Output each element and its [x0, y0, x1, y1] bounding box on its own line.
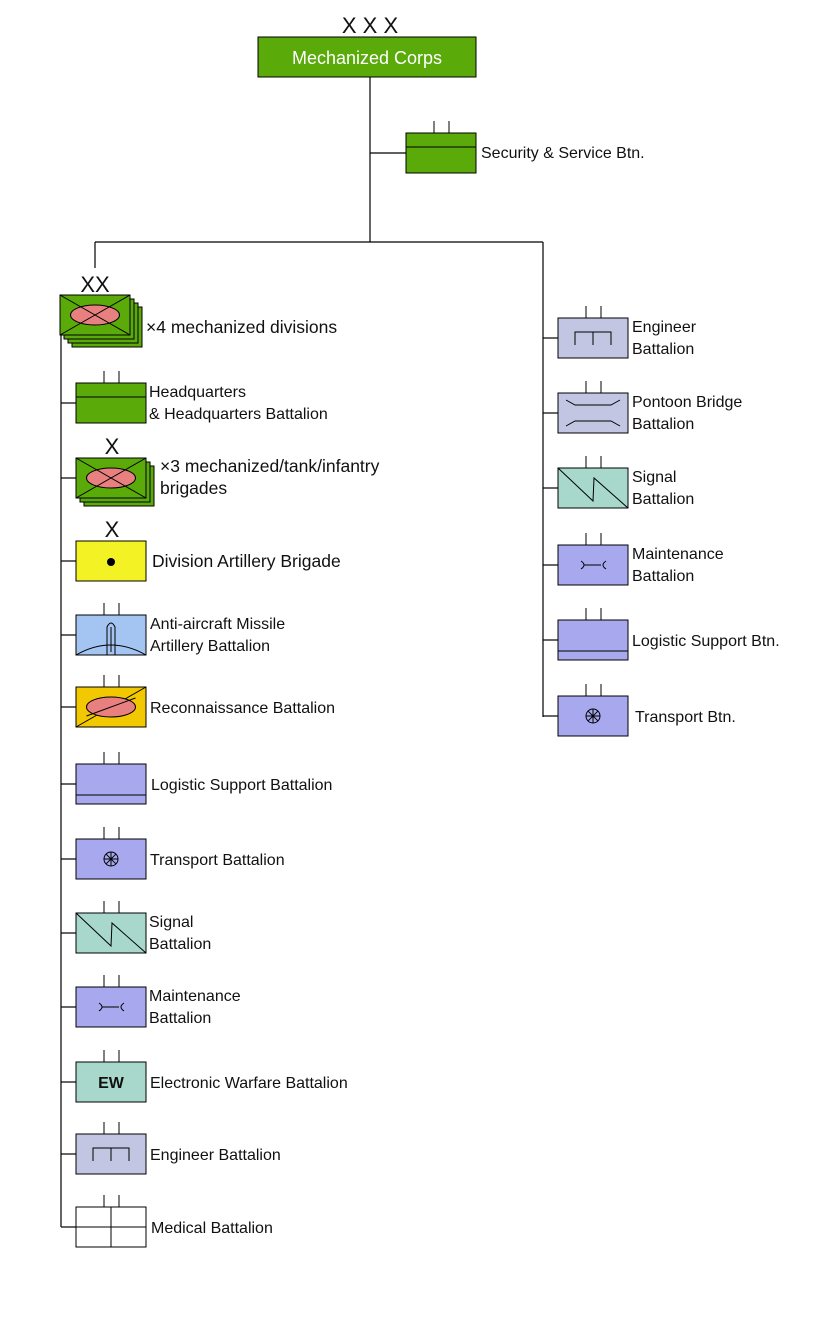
corps-echelon-mark: X X X — [342, 13, 399, 38]
unit-label-line: Engineer Battalion — [150, 1147, 281, 1164]
unit-label-line: Maintenance — [632, 546, 724, 563]
unit-label-line: Battalion — [149, 1010, 211, 1027]
unit-label-line: Battalion — [632, 491, 694, 508]
unit-security[interactable]: Security & Service Btn. — [405, 121, 645, 174]
unit-box — [75, 1061, 147, 1103]
corps-node[interactable]: X X X Mechanized Corps — [257, 13, 477, 78]
unit-label-line: brigades — [160, 478, 227, 498]
unit-artillery[interactable]: X Division Artillery Brigade — [75, 517, 341, 582]
unit-label-line: Transport Battalion — [150, 852, 285, 869]
unit-label-line: Electronic Warfare Battalion — [150, 1075, 348, 1092]
unit-box — [75, 382, 147, 424]
corps-box — [257, 36, 477, 78]
unit-label-line: Maintenance — [149, 988, 241, 1005]
unit-label-line: Battalion — [632, 416, 694, 433]
signal-icon — [557, 467, 629, 509]
unit-label-line: Transport Btn. — [635, 709, 736, 726]
unit-label-line: Logistic Support Battalion — [151, 777, 332, 794]
unit-medical[interactable]: Medical Battalion — [75, 1195, 273, 1248]
air-defense-missile-icon — [75, 622, 147, 656]
echelon-mark: XX — [80, 272, 110, 297]
echelon-mark: X — [105, 517, 120, 542]
unit-engineer[interactable]: Engineer Battalion — [75, 1122, 281, 1175]
maintenance-icon — [580, 560, 607, 570]
unit-label-line: Medical Battalion — [151, 1220, 273, 1237]
unit-box — [405, 132, 477, 174]
unit-label-line: ×3 mechanized/tank/infantry — [160, 456, 380, 476]
unit-label-line: Anti-aircraft Missile — [150, 616, 285, 633]
unit-box — [75, 763, 147, 805]
unit-label-line: & Headquarters Battalion — [149, 406, 328, 423]
unit-logistic[interactable]: Logistic Support Battalion — [75, 752, 332, 805]
unit-box — [75, 986, 147, 1028]
division-label: ×4 mechanized divisions — [146, 317, 337, 337]
security-label: Security & Service Btn. — [481, 145, 645, 162]
unit-logistic[interactable]: Logistic Support Btn. — [557, 608, 780, 661]
unit-label-line: Engineer — [632, 319, 697, 336]
cross-line — [75, 457, 147, 499]
reconnaissance-icon — [75, 686, 147, 728]
signal-icon — [75, 912, 147, 954]
unit-label-line: Reconnaissance Battalion — [150, 700, 335, 717]
unit-label-line: Signal — [632, 469, 676, 486]
unit-box — [557, 467, 629, 509]
electronic-warfare-icon: EW — [98, 1075, 125, 1092]
transport-icon — [103, 851, 119, 867]
unit-label-line: Pontoon Bridge — [632, 394, 742, 411]
medical-icon — [76, 1207, 146, 1247]
unit-transport[interactable]: Transport Btn. — [557, 684, 736, 737]
cross-line — [59, 294, 131, 336]
unit-box — [557, 619, 629, 661]
unit-label-line: Headquarters — [149, 384, 246, 401]
connector-lines — [60, 77, 558, 1228]
unit-electronic-warfare[interactable]: EW Electronic Warfare Battalion — [75, 1050, 348, 1103]
artillery-icon — [107, 558, 115, 566]
unit-label-line: Battalion — [149, 936, 211, 953]
echelon-mark: X — [105, 434, 120, 459]
unit-headquarters[interactable]: Headquarters & Headquarters Battalion — [75, 371, 328, 424]
unit-label-line: Division Artillery Brigade — [152, 551, 341, 571]
engineer-icon — [92, 1147, 130, 1161]
transport-icon — [585, 708, 601, 724]
pontoon-bridge-icon — [565, 399, 621, 427]
corps-label: Mechanized Corps — [292, 48, 442, 68]
division-node[interactable]: XX ×4 mechanized divisions — [59, 272, 337, 348]
unit-box — [75, 912, 147, 954]
unit-label-line: Logistic Support Btn. — [632, 633, 780, 650]
unit-box — [557, 392, 629, 434]
ew-symbol-text: EW — [98, 1075, 125, 1092]
maintenance-icon — [98, 1002, 125, 1012]
unit-reconnaissance[interactable]: Reconnaissance Battalion — [75, 675, 335, 728]
unit-label-line: Artillery Battalion — [150, 638, 270, 655]
unit-label-line: Battalion — [632, 568, 694, 585]
unit-label-line: Signal — [149, 914, 193, 931]
engineer-icon — [574, 331, 612, 345]
unit-transport[interactable]: Transport Battalion — [75, 827, 285, 880]
unit-label-line: Battalion — [632, 341, 694, 358]
